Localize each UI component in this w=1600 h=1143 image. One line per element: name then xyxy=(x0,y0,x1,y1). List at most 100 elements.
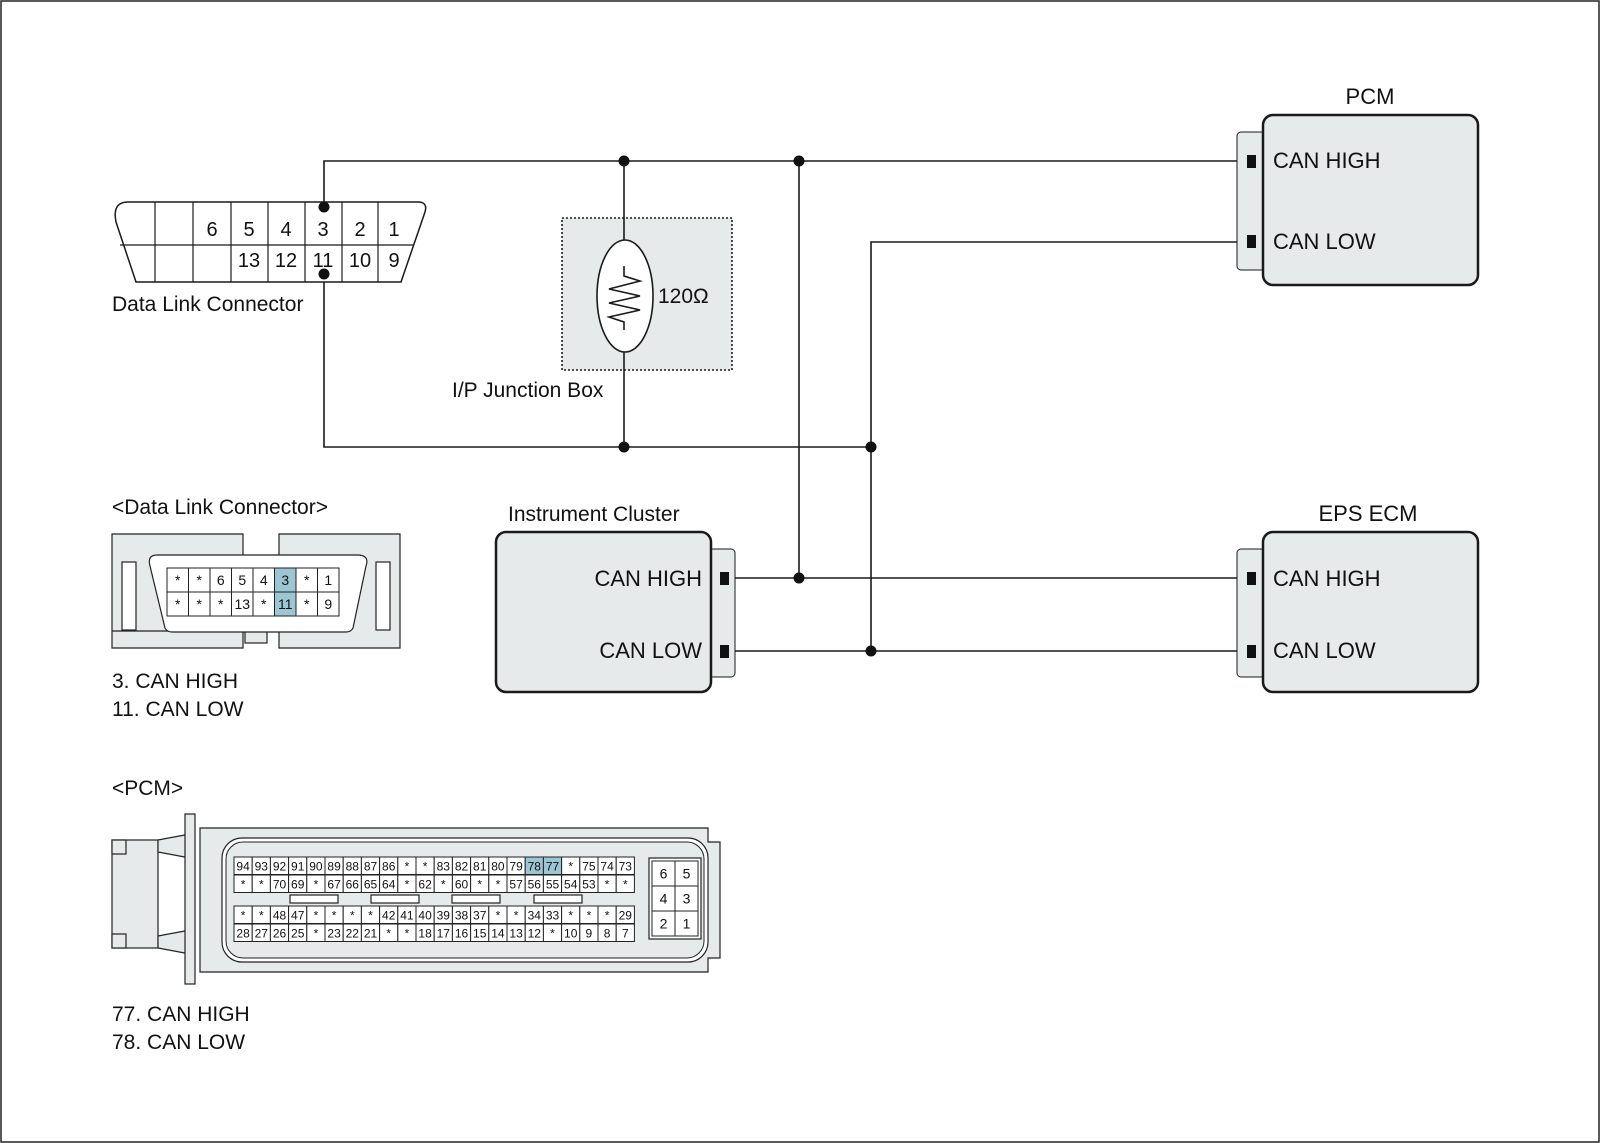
pcm-view-pin-label: 56 xyxy=(528,877,542,891)
dlc-outline xyxy=(114,201,427,283)
dlc-view-pin-label: 3 xyxy=(281,572,289,588)
pcm-view-pin-label: * xyxy=(568,859,573,873)
dlc-view-pin-label: * xyxy=(197,572,203,588)
can-low-wires xyxy=(323,241,1248,652)
dlc-view-pin-label: 1 xyxy=(324,572,332,588)
dlc-view-pin-label: * xyxy=(197,596,203,612)
pcm-side-pin-label: 3 xyxy=(683,891,691,907)
pcm-view-pin-label: * xyxy=(496,877,501,891)
pcm-view-pin-label: * xyxy=(241,877,246,891)
pcm-view-pin-label: 90 xyxy=(309,859,323,873)
eps-ecm-module: EPS ECM CAN HIGH CAN LOW xyxy=(1236,501,1480,694)
pcm-view-pin-label: 92 xyxy=(273,859,287,873)
pcm-view-pin-label: 14 xyxy=(491,926,505,940)
pcm-view-pin-label: 66 xyxy=(346,877,360,891)
pcm-view-pin-label: 73 xyxy=(619,859,633,873)
pcm-view-pin-label: 10 xyxy=(564,926,578,940)
wire-junctions xyxy=(318,155,877,657)
pcm-view-pin-label: * xyxy=(332,908,337,922)
key-slot xyxy=(289,894,339,904)
can-high-wires xyxy=(323,160,1248,579)
pcm-view-pin-label: 26 xyxy=(273,926,287,940)
pcm-view-pin-label: 23 xyxy=(327,926,341,940)
pcm-view-pin-label: 79 xyxy=(509,859,523,873)
dlc-view-pin-label: * xyxy=(304,572,310,588)
eps-can-low: CAN LOW xyxy=(1273,638,1376,663)
cluster-title: Instrument Cluster xyxy=(508,503,680,526)
pcm-view-pin-label: 12 xyxy=(528,926,542,940)
pcm-view-pin-label: 60 xyxy=(455,877,469,891)
junction-dot xyxy=(865,645,877,657)
dlc-view-pin-label: * xyxy=(175,596,181,612)
pcm-side-pin-label: 5 xyxy=(683,866,691,882)
pcm-view-pin-label: * xyxy=(350,908,355,922)
dlc-view-pin-label: * xyxy=(304,596,310,612)
pcm-view-pin-label: 42 xyxy=(382,908,396,922)
pcm-title: PCM xyxy=(1346,84,1395,109)
pcm-module: PCM CAN HIGH CAN LOW xyxy=(1236,84,1480,287)
pcm-view-pin-label: 34 xyxy=(528,908,542,922)
pcm-view-pin-label: * xyxy=(314,908,319,922)
pcm-view-pin-label: 62 xyxy=(418,877,432,891)
pcm-view-pin-label: 89 xyxy=(327,859,341,873)
pcm-view-pin-label: 38 xyxy=(455,908,469,922)
pcm-pin-high xyxy=(1247,155,1256,168)
pcm-can-low: CAN LOW xyxy=(1273,229,1376,254)
pcm-view-pin-label: 8 xyxy=(604,926,611,940)
instrument-cluster-module: Instrument Cluster CAN HIGH CAN LOW xyxy=(494,503,736,694)
cluster-pin-high xyxy=(720,572,729,585)
dlc-pin-13: 13 xyxy=(238,250,260,272)
dlc-pin-11: 11 xyxy=(313,250,334,272)
pin-cell xyxy=(674,910,699,937)
pcm-view-pin-label: 21 xyxy=(364,926,378,940)
pcm-view-pin-label: 91 xyxy=(291,859,305,873)
pcm-view-pin-label: 47 xyxy=(291,908,305,922)
key-slot xyxy=(533,894,583,904)
pcm-view-pin-label: 25 xyxy=(291,926,305,940)
pcm-view-pin-label: * xyxy=(568,908,573,922)
junction-dot xyxy=(865,441,877,453)
pcm-view-pin-label: * xyxy=(368,908,373,922)
dlc-view-pin-label: 5 xyxy=(238,572,246,588)
pin-cell xyxy=(615,874,635,893)
can-low-trunk xyxy=(323,275,871,448)
dlc-view-pin-label: 9 xyxy=(324,596,332,612)
junction-box-label: I/P Junction Box xyxy=(452,379,604,402)
resistor-zigzag-icon xyxy=(606,266,643,330)
pcm-view-pin-label: 48 xyxy=(273,908,287,922)
pcm-view-pin-label: * xyxy=(423,859,428,873)
dlc-view-pin-label: * xyxy=(218,596,224,612)
pcm-view-pin-label: 18 xyxy=(418,926,432,940)
pcm-view-pin-label: 87 xyxy=(364,859,378,873)
eps-can-high: CAN HIGH xyxy=(1273,566,1381,591)
eps-pin-low xyxy=(1247,645,1256,658)
pcm-view-pin-label: 74 xyxy=(600,859,614,873)
pin-cell xyxy=(317,591,340,617)
dlc-view-pin-label: 6 xyxy=(217,572,225,588)
pcm-side-pin-label: 1 xyxy=(683,916,691,932)
dlc-view-pin-label: 11 xyxy=(278,596,293,612)
pcm-view-pin-label: 53 xyxy=(582,877,596,891)
cluster-can-high: CAN HIGH xyxy=(594,566,702,591)
pcm-view-pin-label: 93 xyxy=(255,859,269,873)
pcm-view-pin-label: 37 xyxy=(473,908,487,922)
dlc-view-pin-label: * xyxy=(175,572,181,588)
key-slot xyxy=(451,894,501,904)
pcm-view-pin-label: * xyxy=(550,926,555,940)
pcm-side-pin-label: 6 xyxy=(660,866,668,882)
junction-dot xyxy=(618,155,630,167)
pcm-view-pin-label: * xyxy=(405,859,410,873)
eps-body xyxy=(1261,530,1480,694)
eps-pin-high xyxy=(1247,572,1256,585)
dlc-view-pin-label: 4 xyxy=(260,572,268,588)
resistor-enclosure xyxy=(596,239,654,353)
pcm-view-pin-label: 69 xyxy=(291,877,305,891)
pcm-view-pin-label: * xyxy=(405,877,410,891)
dlc-pin-6: 6 xyxy=(206,219,217,241)
pcm-view-pin-label: 9 xyxy=(586,926,593,940)
pcm-view-pin-label: 39 xyxy=(437,908,451,922)
